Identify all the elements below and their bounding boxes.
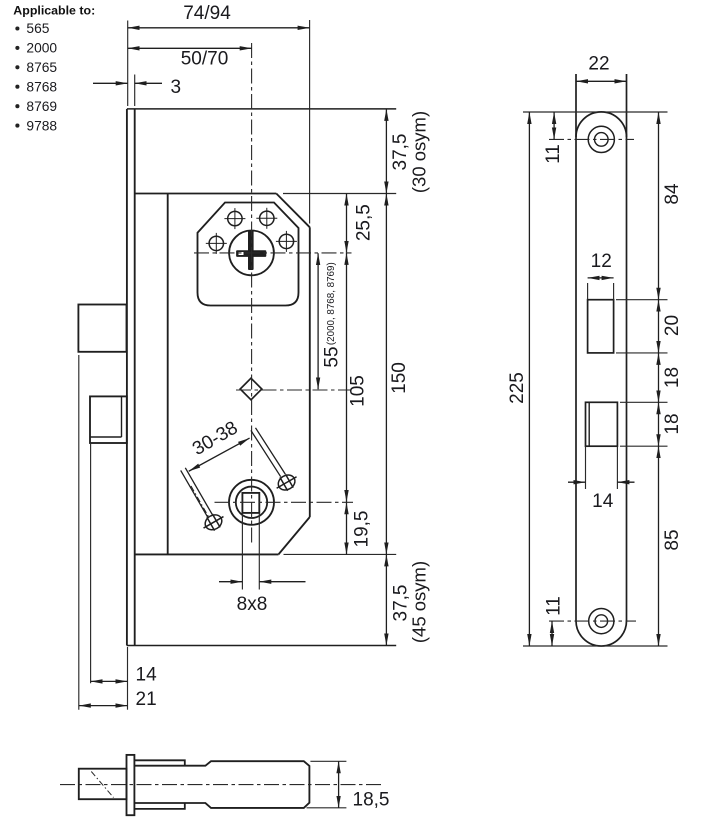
- svg-text:8765: 8765: [26, 60, 57, 75]
- svg-text:50/70: 50/70: [181, 49, 229, 70]
- svg-text:12: 12: [591, 251, 612, 272]
- svg-text:37,5: 37,5: [391, 585, 412, 622]
- svg-text:18: 18: [662, 367, 683, 388]
- svg-text:37,5: 37,5: [390, 134, 411, 171]
- svg-text:22: 22: [588, 54, 609, 75]
- svg-text:(2000, 8768, 8769): (2000, 8768, 8769): [326, 262, 337, 345]
- svg-text:150: 150: [389, 362, 410, 394]
- svg-text:11: 11: [543, 596, 564, 616]
- svg-text:(30 osym): (30 osym): [409, 111, 430, 193]
- svg-text:55: 55: [322, 346, 343, 367]
- svg-text:25,5: 25,5: [354, 204, 375, 241]
- svg-text:225: 225: [507, 372, 528, 404]
- svg-text:Applicable to:: Applicable to:: [13, 3, 95, 17]
- svg-text:8x8: 8x8: [237, 594, 268, 615]
- svg-text:30-38: 30-38: [189, 417, 242, 459]
- svg-text:19,5: 19,5: [352, 511, 373, 548]
- svg-text:14: 14: [136, 664, 158, 685]
- svg-text:14: 14: [592, 491, 614, 512]
- svg-text:85: 85: [662, 529, 683, 550]
- svg-text:74/94: 74/94: [183, 3, 231, 24]
- svg-text:(45 osym): (45 osym): [409, 561, 430, 643]
- svg-text:9788: 9788: [26, 118, 57, 133]
- svg-text:565: 565: [26, 21, 49, 36]
- svg-text:20: 20: [662, 315, 683, 336]
- svg-text:21: 21: [136, 689, 157, 710]
- svg-text:3: 3: [171, 77, 182, 98]
- svg-text:105: 105: [348, 375, 369, 407]
- svg-text:8768: 8768: [26, 79, 57, 94]
- svg-text:8769: 8769: [26, 99, 57, 114]
- svg-text:2000: 2000: [26, 41, 57, 56]
- svg-text:11: 11: [543, 144, 564, 164]
- svg-text:84: 84: [662, 183, 683, 205]
- svg-text:18,5: 18,5: [353, 790, 390, 811]
- svg-text:18: 18: [662, 413, 683, 434]
